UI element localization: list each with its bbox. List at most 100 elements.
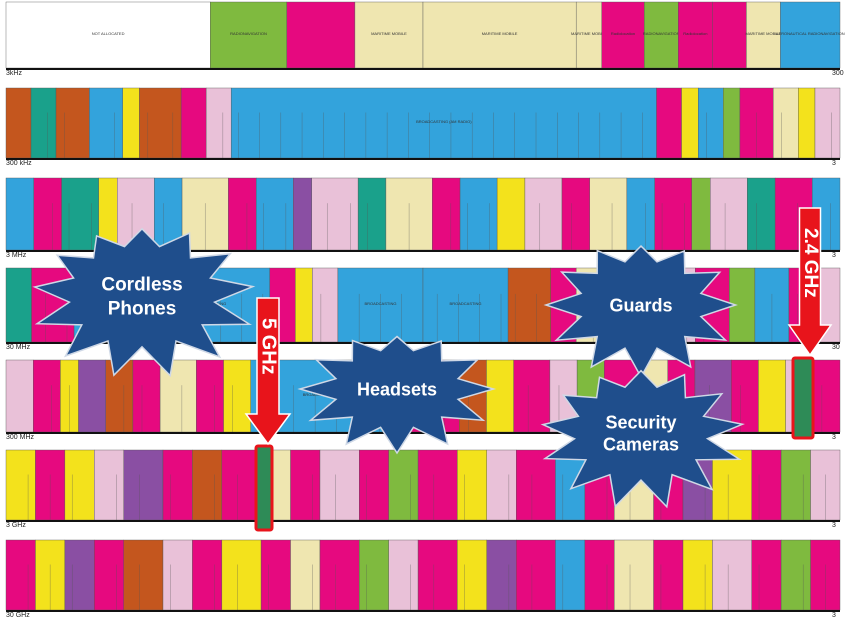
band-segment bbox=[139, 87, 182, 159]
band-segment bbox=[388, 449, 419, 521]
band-label: Radiolocation bbox=[683, 31, 707, 36]
band-segment bbox=[223, 359, 251, 433]
band-segment bbox=[221, 539, 262, 611]
band-segment bbox=[30, 87, 57, 159]
band-label: MARITIME MOBILE bbox=[746, 31, 782, 36]
band-segment bbox=[746, 1, 781, 69]
band-segment bbox=[524, 177, 563, 251]
band-segment bbox=[33, 177, 62, 251]
callout-label: Phones bbox=[108, 299, 177, 320]
band-segment bbox=[105, 359, 134, 433]
row-baseline bbox=[6, 432, 840, 434]
band-segment bbox=[94, 449, 124, 521]
band-segment bbox=[5, 177, 34, 251]
band-segment bbox=[312, 267, 339, 343]
band-segment bbox=[516, 539, 556, 611]
row-end-frequency: 300 bbox=[832, 70, 844, 77]
band-segment bbox=[780, 1, 841, 69]
band-segment bbox=[712, 539, 752, 611]
band-segment bbox=[359, 539, 389, 611]
band-segment bbox=[712, 449, 752, 521]
arrow-shape bbox=[787, 207, 833, 357]
row-start-frequency: 30 MHz bbox=[6, 344, 31, 351]
row-start-frequency: 30 GHz bbox=[6, 612, 30, 619]
row-start-frequency: 300 MHz bbox=[6, 434, 35, 441]
band-label: RADIONAVIGATION bbox=[230, 31, 267, 36]
band-segment bbox=[123, 449, 164, 521]
band-label: MARITIME MOBILE bbox=[571, 31, 607, 36]
band-segment bbox=[5, 449, 36, 521]
band-segment bbox=[319, 539, 360, 611]
row-end-frequency: 3 bbox=[832, 434, 836, 441]
band-segment bbox=[64, 539, 95, 611]
band-segment bbox=[5, 1, 211, 69]
callout-headsets: Headsets bbox=[297, 335, 497, 455]
band-segment bbox=[486, 539, 517, 611]
row-end-frequency: 3 bbox=[832, 612, 836, 619]
band-segment bbox=[228, 177, 257, 251]
band-label: BROADCASTING (AM RADIO) bbox=[416, 119, 472, 124]
band-segment bbox=[205, 87, 232, 159]
band-segment bbox=[196, 359, 224, 433]
band-segment bbox=[290, 539, 321, 611]
band-segment bbox=[286, 1, 356, 69]
callout-guards: Guards bbox=[543, 244, 738, 379]
band-label: BROADCASTING bbox=[364, 301, 396, 306]
band-segment bbox=[496, 177, 526, 251]
band-segment bbox=[122, 87, 140, 159]
band-highlight bbox=[254, 444, 274, 532]
band-label: MARITIME MOBILE bbox=[371, 31, 407, 36]
row-baseline bbox=[6, 610, 840, 612]
band-segment bbox=[723, 87, 741, 159]
callout-label: Cordless bbox=[101, 275, 182, 296]
band-segment bbox=[589, 177, 628, 251]
band-segment bbox=[311, 177, 359, 251]
band-label: BROADCASTING bbox=[450, 301, 482, 306]
band-segment bbox=[747, 177, 776, 251]
band-segment bbox=[584, 539, 615, 611]
band-segment bbox=[780, 539, 811, 611]
band-segment bbox=[357, 177, 387, 251]
band-label: MARITIME MOBILE bbox=[482, 31, 518, 36]
callout-label: Cameras bbox=[603, 434, 679, 454]
band-segment bbox=[94, 539, 124, 611]
band-segment bbox=[162, 449, 193, 521]
band-segment bbox=[432, 177, 461, 251]
band-segment bbox=[812, 359, 841, 433]
band-segment bbox=[192, 449, 223, 521]
band-segment bbox=[678, 1, 713, 69]
row-start-frequency: 3 GHz bbox=[6, 522, 26, 529]
band-segment bbox=[459, 177, 498, 251]
band-segment bbox=[5, 267, 32, 343]
row-baseline bbox=[6, 520, 840, 522]
band-segment bbox=[681, 87, 699, 159]
band-segment bbox=[295, 267, 313, 343]
band-segment bbox=[5, 539, 36, 611]
band-segment bbox=[319, 449, 360, 521]
band-segment bbox=[457, 449, 487, 521]
band-segment bbox=[132, 359, 161, 433]
band-segment bbox=[210, 1, 288, 69]
row-start-frequency: 300 kHz bbox=[6, 160, 32, 167]
band-segment bbox=[162, 539, 193, 611]
band-label: AERONAUTICAL RADIONAVIGATION bbox=[776, 31, 845, 36]
row-baseline bbox=[6, 68, 840, 70]
band-segment bbox=[614, 539, 654, 611]
band-segment bbox=[626, 177, 655, 251]
band-segment bbox=[682, 539, 713, 611]
band-segment bbox=[731, 359, 759, 433]
band-segment bbox=[656, 87, 682, 159]
starburst-shape bbox=[297, 335, 497, 455]
band-segment bbox=[601, 1, 645, 69]
arrow-label: 5 GHz bbox=[258, 318, 280, 375]
band-segment bbox=[751, 539, 782, 611]
arrow-shape bbox=[244, 297, 292, 446]
band-segment bbox=[653, 539, 684, 611]
band-segment bbox=[354, 1, 424, 69]
spectrum-row bbox=[5, 449, 841, 522]
band-segment bbox=[486, 359, 514, 433]
band-segment bbox=[388, 539, 419, 611]
